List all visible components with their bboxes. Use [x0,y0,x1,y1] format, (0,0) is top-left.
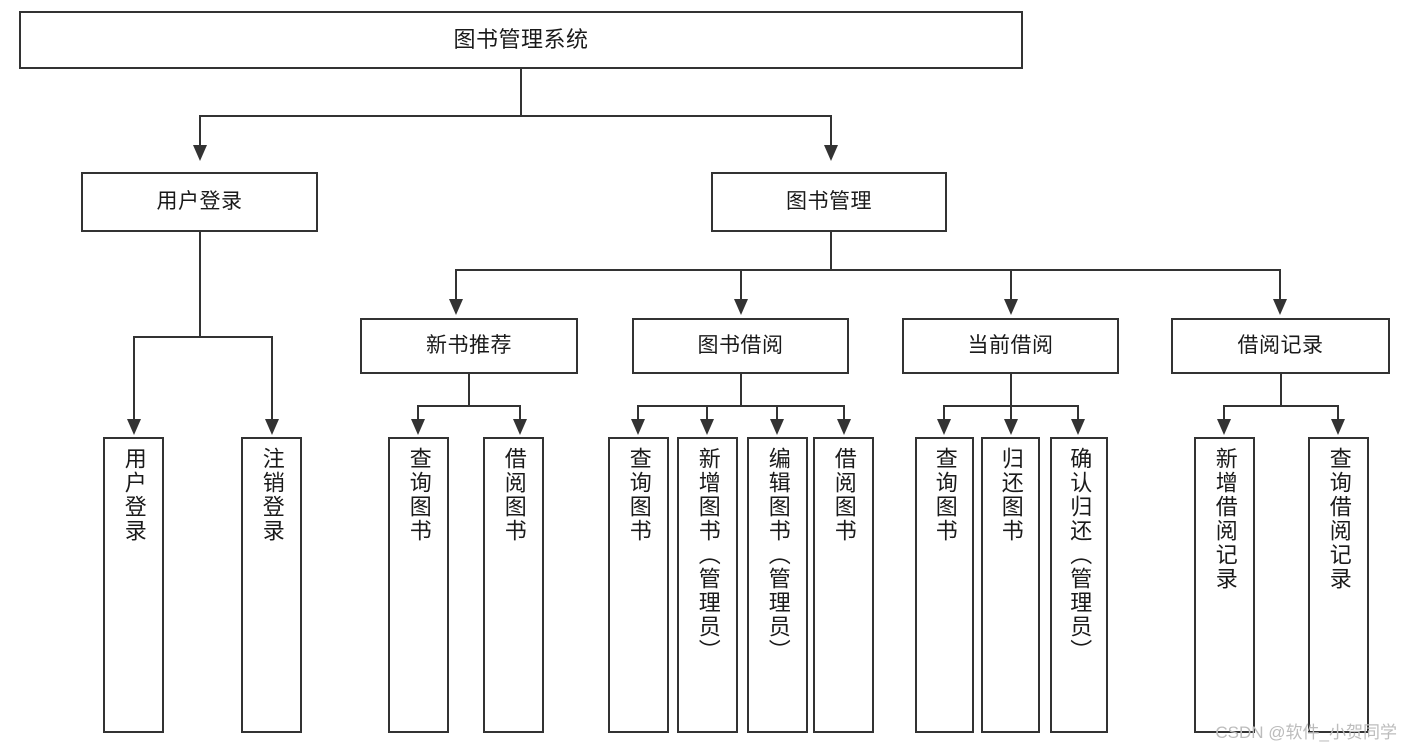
leaf-return-book[interactable]: 归还图书 [981,437,1040,733]
arrow-down-icon [700,419,714,435]
leaf-query-book-current[interactable]: 查询图书 [915,437,974,733]
leaf-edit-book-admin[interactable]: 编辑图书（管理员） [747,437,808,733]
edge-drop-book-manage [830,115,832,147]
edge-drop-leaf [637,405,639,421]
edge-level3-bar [455,269,1281,271]
node-current-borrow[interactable]: 当前借阅 [902,318,1119,374]
arrow-down-icon [1331,419,1345,435]
edge-drop-leaf [843,405,845,421]
node-book-management[interactable]: 图书管理 [711,172,947,232]
edge-borrow-record-stem [1280,374,1282,406]
edge-new-book-bar [417,405,520,407]
arrow-down-icon [770,419,784,435]
edge-level2-bar [199,115,831,117]
edge-drop-current-borrow [1010,269,1012,301]
node-label: 用户登录 [121,447,147,543]
arrow-down-icon [631,419,645,435]
edge-drop-leaf [271,336,273,421]
leaf-borrow-book[interactable]: 借阅图书 [813,437,874,733]
edge-drop-leaf [776,405,778,421]
node-label: 注销登录 [259,447,285,543]
node-label: 查询借阅记录 [1326,447,1352,591]
node-new-book-recommend[interactable]: 新书推荐 [360,318,578,374]
node-label: 借阅图书 [831,447,857,543]
edge-book-manage-stem [830,232,832,270]
arrow-down-icon [411,419,425,435]
node-label: 图书管理 [786,189,872,213]
node-label: 新增图书（管理员） [695,447,721,663]
leaf-add-book-admin[interactable]: 新增图书（管理员） [677,437,738,733]
edge-drop-leaf [1223,405,1225,421]
edge-borrow-record-bar [1223,405,1338,407]
node-label: 图书借阅 [697,333,784,357]
node-label: 用户登录 [156,189,243,213]
arrow-down-icon [734,299,748,315]
edge-user-login-bar [133,336,272,338]
node-user-login[interactable]: 用户登录 [81,172,318,232]
node-label: 借阅图书 [501,447,527,543]
arrow-down-icon [449,299,463,315]
edge-current-borrow-stem [1010,374,1012,406]
edge-drop-borrow-record [1279,269,1281,301]
leaf-confirm-return-admin[interactable]: 确认归还（管理员） [1050,437,1108,733]
node-label: 查询图书 [932,447,958,543]
edge-drop-leaf [1077,405,1079,421]
edge-drop-leaf [1010,405,1012,421]
arrow-down-icon [1004,419,1018,435]
arrow-down-icon [1071,419,1085,435]
leaf-user-login[interactable]: 用户登录 [103,437,164,733]
leaf-borrow-book-recommend[interactable]: 借阅图书 [483,437,544,733]
edge-drop-book-borrow [740,269,742,301]
node-label: 编辑图书（管理员） [765,447,791,663]
edge-drop-leaf [706,405,708,421]
leaf-logout[interactable]: 注销登录 [241,437,302,733]
node-label: 查询图书 [406,447,432,543]
node-label: 当前借阅 [967,333,1054,357]
node-label: 借阅记录 [1237,333,1324,357]
edge-drop-leaf [417,405,419,421]
arrow-down-icon [1273,299,1287,315]
arrow-down-icon [837,419,851,435]
edge-drop-leaf [519,405,521,421]
edge-root-stem [520,69,522,116]
node-borrow-record[interactable]: 借阅记录 [1171,318,1390,374]
node-label: 新书推荐 [426,333,512,357]
node-label: 查询图书 [626,447,652,543]
node-label: 新增借阅记录 [1212,447,1238,591]
arrow-down-icon [127,419,141,435]
edge-book-borrow-bar [637,405,844,407]
edge-new-book-stem [468,374,470,406]
arrow-down-icon [1217,419,1231,435]
edge-user-login-stem [199,232,201,337]
edge-drop-user-login [199,115,201,147]
node-label: 归还图书 [998,447,1024,543]
node-root-system[interactable]: 图书管理系统 [19,11,1023,69]
leaf-query-book-borrow[interactable]: 查询图书 [608,437,669,733]
arrow-down-icon [193,145,207,161]
leaf-add-borrow-record[interactable]: 新增借阅记录 [1194,437,1255,733]
arrow-down-icon [824,145,838,161]
edge-drop-leaf [943,405,945,421]
arrow-down-icon [937,419,951,435]
arrow-down-icon [513,419,527,435]
leaf-query-borrow-record[interactable]: 查询借阅记录 [1308,437,1369,733]
leaf-query-book-recommend[interactable]: 查询图书 [388,437,449,733]
arrow-down-icon [265,419,279,435]
node-label: 图书管理系统 [453,27,589,53]
edge-drop-leaf [133,336,135,421]
arrow-down-icon [1004,299,1018,315]
node-label: 确认归还（管理员） [1067,447,1093,663]
node-book-borrow[interactable]: 图书借阅 [632,318,849,374]
edge-book-borrow-stem [740,374,742,406]
edge-drop-new-book [455,269,457,301]
edge-drop-leaf [1337,405,1339,421]
